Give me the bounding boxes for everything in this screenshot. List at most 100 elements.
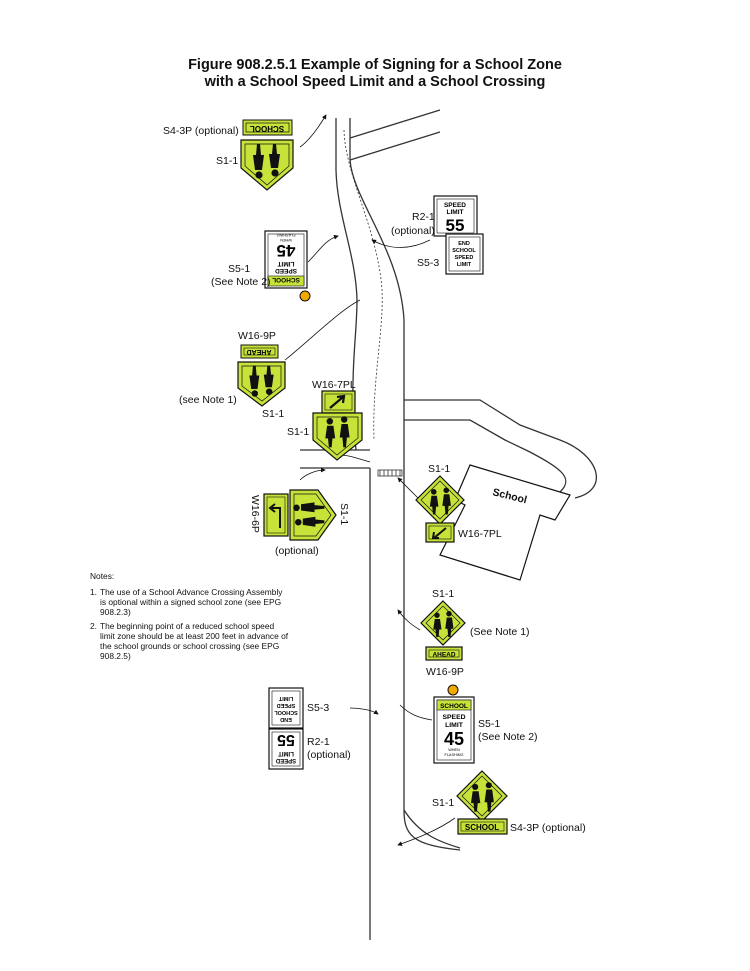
s5-1-bottom-school: SCHOOL xyxy=(440,703,468,710)
sign-s4-3p-top: SCHOOL xyxy=(242,119,293,136)
label-s5-3-bottom: S5-3 xyxy=(307,702,329,714)
side-road-top-upper xyxy=(349,109,441,139)
s5-1-top-limit: LIMIT xyxy=(277,260,294,267)
label-optional-bottom: (optional) xyxy=(307,749,351,761)
s5-1-bottom-flashing: FLASHING xyxy=(445,753,464,757)
leader-s1-1-top xyxy=(299,114,327,148)
s5-3-bottom-speed: SPEED xyxy=(277,702,296,708)
s5-3-top-school: SCHOOL xyxy=(452,248,476,254)
label-s1-1-top: S1-1 xyxy=(216,155,238,167)
sign-s1-1-school xyxy=(415,475,465,525)
figure-title-line2: with a School Speed Limit and a School C… xyxy=(204,74,546,90)
label-s5-1-bottom: S5-1 xyxy=(478,718,500,730)
label-note1-left: (see Note 1) xyxy=(179,394,237,406)
s5-3-bottom-end: END xyxy=(280,716,292,722)
label-note2-bottom: (See Note 2) xyxy=(478,731,538,743)
sign-s5-1-top: SCHOOL SPEED LIMIT 45 WHEN FLASHING xyxy=(264,230,308,289)
note-number: 2. xyxy=(90,621,97,631)
diagonal-arrow-icon xyxy=(431,527,447,539)
sign-s1-1-side xyxy=(289,489,337,541)
label-s1-1-side: S1-1 xyxy=(338,503,350,525)
school-driveway-lower xyxy=(404,419,567,493)
label-s4-3p-bottom: S4-3P (optional) xyxy=(510,822,586,834)
main-road-center xyxy=(343,129,383,441)
label-s5-1-top: S5-1 xyxy=(228,263,250,275)
turn-arrow-icon xyxy=(268,503,281,528)
sign-s5-3-bottom: END SCHOOL SPEED LIMIT xyxy=(268,687,304,729)
main-road-right-edge xyxy=(349,118,461,851)
note-number: 1. xyxy=(90,587,97,597)
sign-w16-6p-side xyxy=(263,493,289,537)
s5-3-bottom-limit: LIMIT xyxy=(278,695,293,701)
sign-r2-1-top: SPEED LIMIT 55 xyxy=(433,195,478,237)
leader-s5-3-bottom xyxy=(349,707,379,715)
label-w16-7pl-mid: W16-7PL xyxy=(312,379,356,391)
r2-1-top-value: 55 xyxy=(446,216,465,235)
s5-1-top-speed: SPEED xyxy=(275,267,297,274)
diagonal-arrow-icon xyxy=(329,394,346,409)
road-network xyxy=(300,109,597,940)
label-r2-1-bottom: R2-1 xyxy=(307,736,330,748)
side-road-top-lower xyxy=(349,131,441,161)
r2-1-bottom-speed: SPEED xyxy=(275,757,296,763)
school-driveway-upper xyxy=(404,399,597,499)
note-item: 1. The use of a School Advance Crossing … xyxy=(90,587,290,617)
label-w16-9p-right: W16-9P xyxy=(426,666,464,678)
figure-title: Figure 908.2.5.1 Example of Signing for … xyxy=(0,57,750,91)
label-w16-7pl-school: W16-7PL xyxy=(458,528,502,540)
sign-w16-7pl-mid xyxy=(321,390,356,414)
label-optional-r2-1-top: (optional) xyxy=(391,225,435,237)
label-note2-top: (See Note 2) xyxy=(211,276,271,288)
label-s1-1-bottom: S1-1 xyxy=(432,797,454,809)
s5-3-top-limit: LIMIT xyxy=(457,262,472,268)
label-s1-1-left: S1-1 xyxy=(262,408,284,420)
sign-w16-9p-left: AHEAD xyxy=(240,344,279,359)
s5-1-top-flashing: FLASHING xyxy=(276,233,295,237)
sign-s1-1-left xyxy=(237,361,286,407)
s5-3-top-end: END xyxy=(458,241,470,247)
r2-1-top-speed: SPEED xyxy=(444,202,466,209)
leader-s1-1-side xyxy=(299,467,326,481)
w16-9p-right-text: AHEAD xyxy=(432,652,455,659)
sign-s4-3p-bottom: SCHOOL xyxy=(457,818,508,835)
r2-1-bottom-limit: LIMIT xyxy=(278,750,294,756)
r2-1-bottom-value: 55 xyxy=(277,731,295,748)
sign-s1-1-mid xyxy=(312,412,363,461)
notes-heading: Notes: xyxy=(90,571,115,581)
figure-title-line1: Figure 908.2.5.1 Example of Signing for … xyxy=(188,57,562,73)
s4-3p-top-text: SCHOOL xyxy=(250,124,284,133)
sign-w16-9p-right: AHEAD xyxy=(425,646,463,661)
label-w16-6p: W16-6P xyxy=(249,495,261,533)
sign-s5-3-top: END SCHOOL SPEED LIMIT xyxy=(445,233,484,275)
label-r2-1-top: R2-1 xyxy=(412,211,435,223)
leader-w16-9p-left xyxy=(284,299,361,361)
sign-r2-1-bottom: SPEED LIMIT 55 xyxy=(268,728,304,770)
s5-1-top-school: SCHOOL xyxy=(272,276,300,283)
label-s1-1-mid: S1-1 xyxy=(287,426,309,438)
leader-s5-1-top xyxy=(307,234,339,263)
crosswalk xyxy=(377,469,403,477)
s5-1-top-value: 45 xyxy=(277,241,296,260)
main-road-left-edge xyxy=(335,118,370,451)
flasher-bottom-icon xyxy=(447,684,459,696)
label-s4-3p-top: S4-3P (optional) xyxy=(163,125,239,137)
leader-r2-s5-top xyxy=(371,239,431,248)
leader-s1-1-mid xyxy=(339,454,371,463)
label-s5-3-top: S5-3 xyxy=(417,257,439,269)
note-text: The use of a School Advance Crossing Ass… xyxy=(100,587,283,617)
s5-1-bottom-value: 45 xyxy=(444,729,464,749)
s5-1-bottom-limit: LIMIT xyxy=(445,722,464,729)
label-note1-right: (See Note 1) xyxy=(470,626,530,638)
r2-1-top-limit: LIMIT xyxy=(447,209,464,216)
s5-3-top-speed: SPEED xyxy=(455,255,474,261)
leader-s1-1-bottom xyxy=(397,817,456,846)
road-lower-right xyxy=(403,809,461,849)
notes-block: Notes: 1. The use of a School Advance Cr… xyxy=(90,571,290,665)
sign-s1-1-top xyxy=(240,139,294,191)
label-w16-9p-top: W16-9P xyxy=(238,330,276,342)
w16-9p-left-text: AHEAD xyxy=(247,348,272,355)
s4-3p-bottom-text: SCHOOL xyxy=(465,823,499,832)
s5-1-bottom-speed: SPEED xyxy=(442,714,465,721)
leader-s5-1-bottom xyxy=(399,704,433,721)
